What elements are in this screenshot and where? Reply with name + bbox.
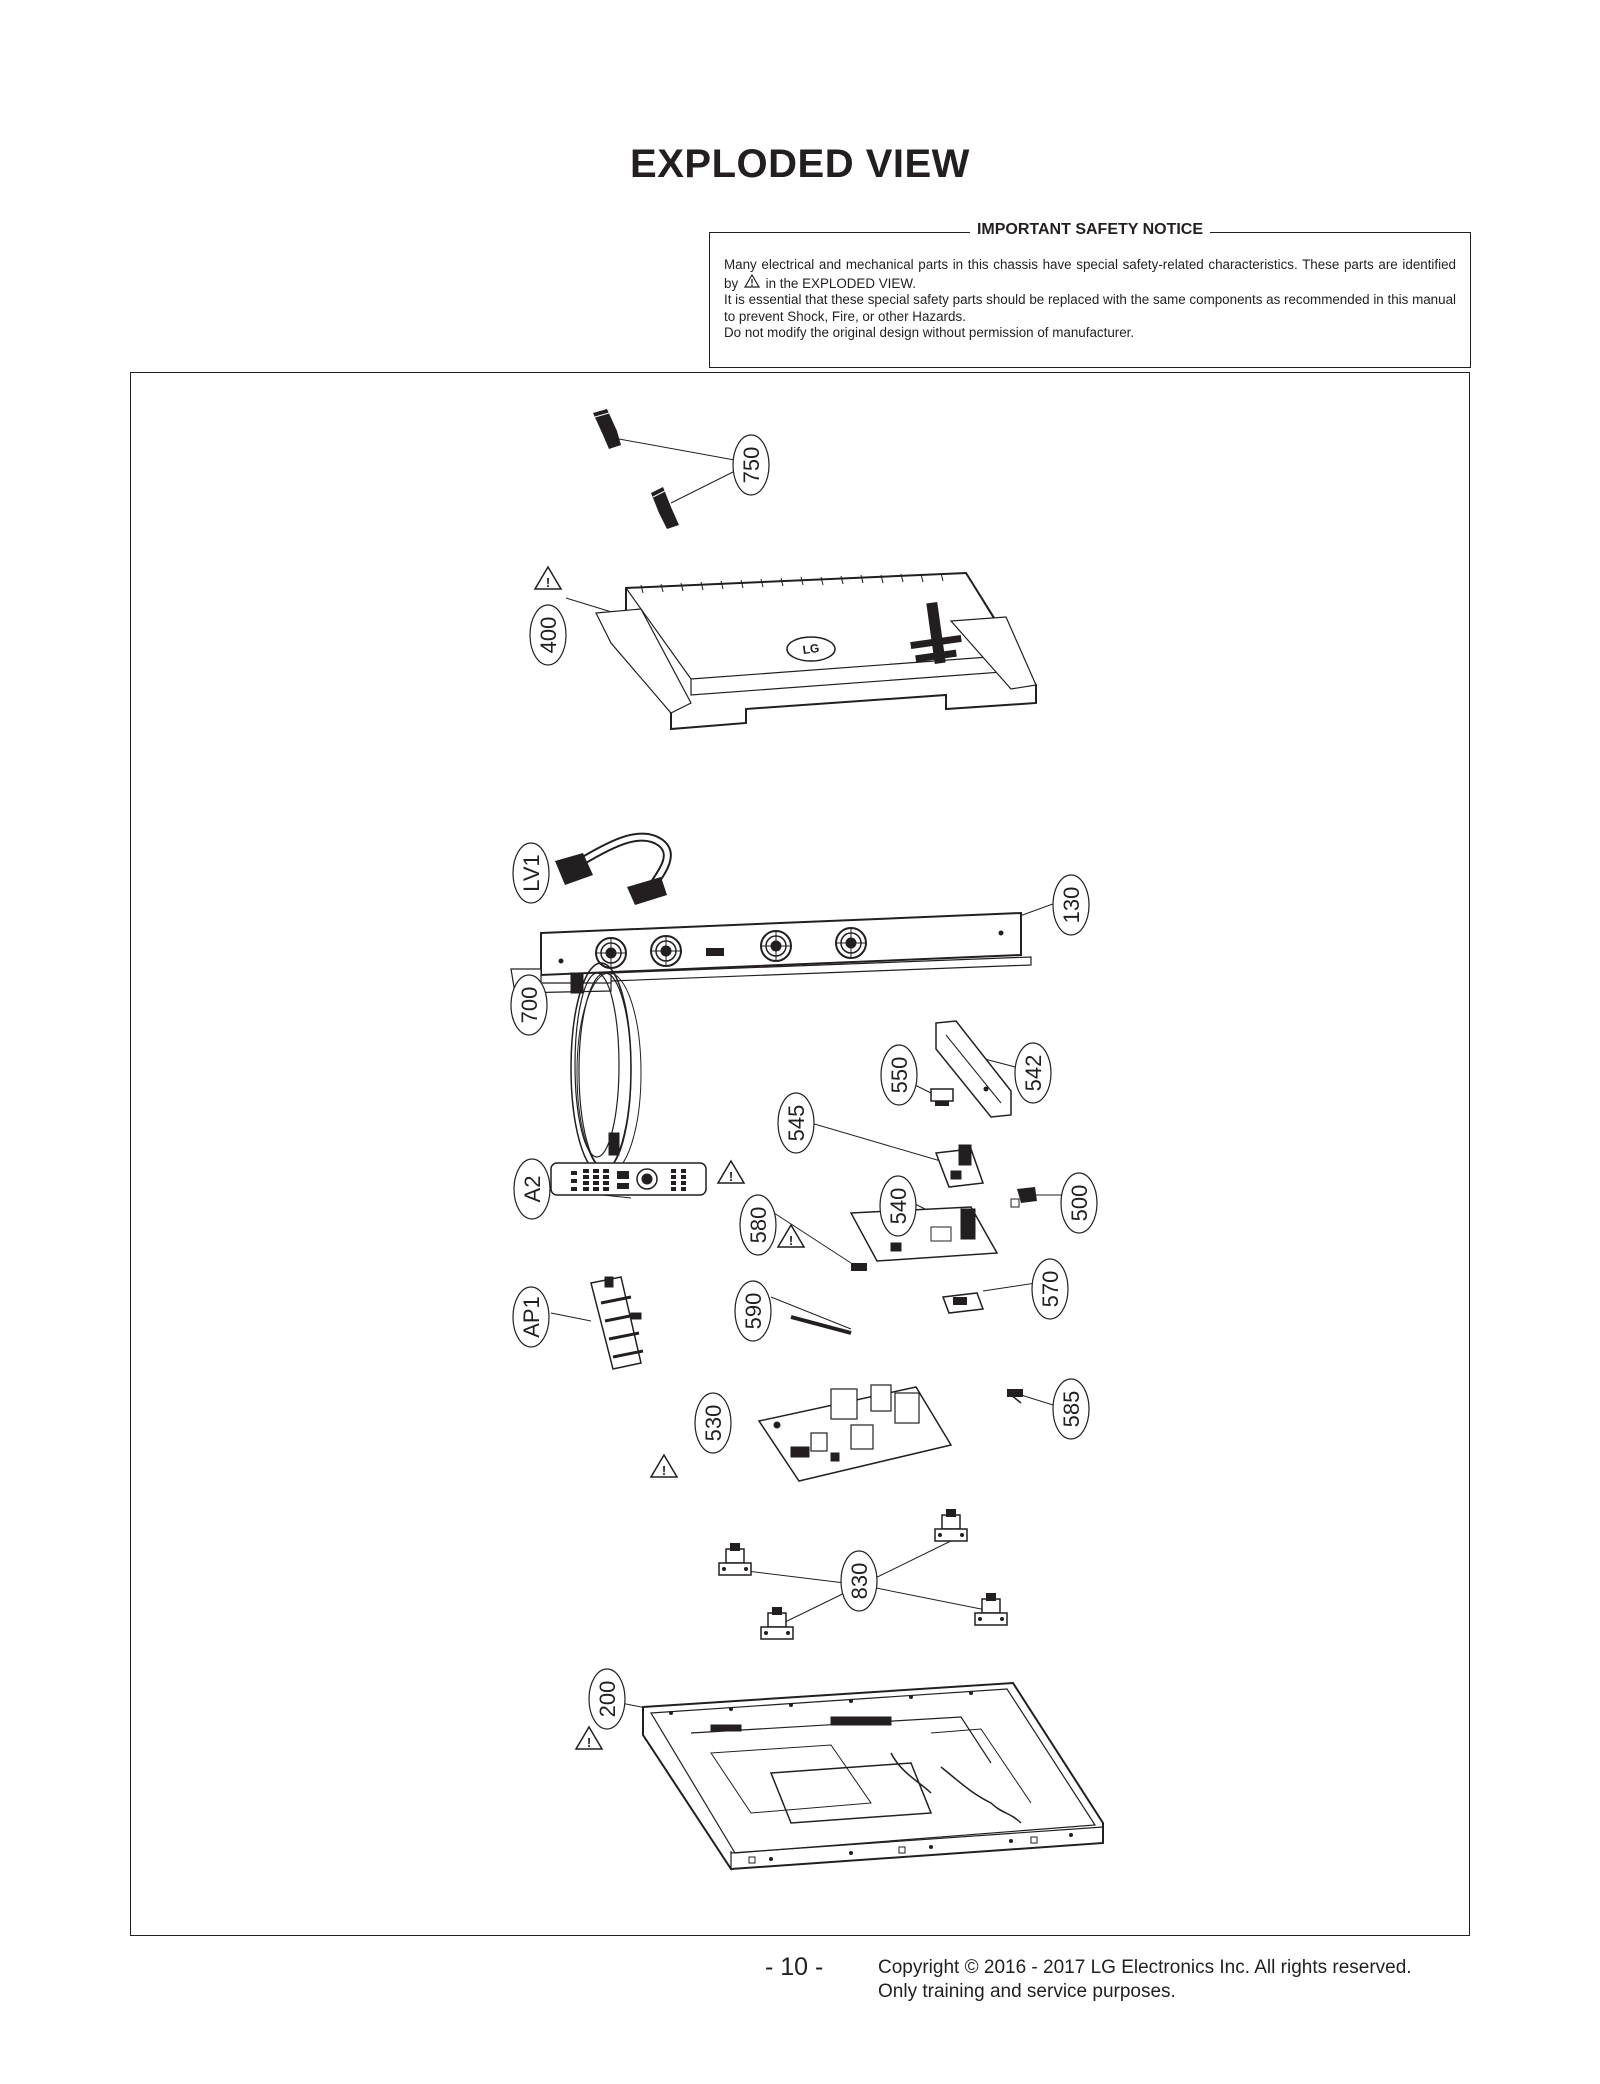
- safety-notice-body: Many electrical and mechanical parts in …: [724, 257, 1456, 342]
- safety-notice-heading: IMPORTANT SAFETY NOTICE: [969, 221, 1211, 238]
- svg-text:570: 570: [1038, 1271, 1063, 1308]
- svg-text:200: 200: [595, 1681, 620, 1718]
- main-frame-200: [642, 1681, 1104, 1872]
- safety-notice-box: IMPORTANT SAFETY NOTICE Many electrical …: [709, 221, 1471, 368]
- remote-control-a2: [550, 1162, 707, 1196]
- ribbon-cable-750: [593, 409, 679, 529]
- part-label-500: 500: [1060, 1172, 1098, 1234]
- part-label-550: 550: [880, 1044, 918, 1106]
- svg-text:130: 130: [1059, 887, 1084, 924]
- part-label-570: 570: [1031, 1258, 1069, 1320]
- page-number: - 10 -: [765, 1953, 824, 1981]
- notice-line-2: It is essential that these special safet…: [724, 292, 1456, 324]
- assembly-ap1: [590, 1276, 644, 1370]
- copyright-line-2: Only training and service purposes.: [878, 1981, 1176, 2002]
- part-label-200: 200: [588, 1668, 626, 1730]
- svg-text:540: 540: [886, 1188, 911, 1225]
- part-label-540: 540: [879, 1175, 917, 1237]
- part-500: [1010, 1187, 1037, 1208]
- svg-text:830: 830: [847, 1563, 872, 1600]
- power-board-530: [757, 1384, 953, 1482]
- board-570: [941, 1292, 985, 1314]
- svg-text:A2: A2: [520, 1176, 545, 1203]
- warning-triangle-icon: !: [574, 1725, 604, 1750]
- board-545: [934, 1144, 985, 1188]
- notice-line-1-tail: in the EXPLODED VIEW.: [765, 275, 916, 291]
- svg-text:750: 750: [739, 447, 764, 484]
- lg-logo: LG: [802, 641, 820, 657]
- svg-text:!: !: [546, 575, 550, 590]
- svg-text:585: 585: [1059, 1391, 1084, 1428]
- part-label-a2: A2: [513, 1158, 551, 1220]
- svg-text:545: 545: [784, 1105, 809, 1142]
- part-label-530: 530: [694, 1392, 732, 1454]
- part-label-700: 700: [510, 974, 548, 1036]
- back-cover-400: [595, 571, 1037, 731]
- lvds-cable-lv1: [555, 832, 672, 905]
- svg-text:500: 500: [1067, 1185, 1092, 1222]
- copyright-notice: Copyright © 2016 - 2017 LG Electronics I…: [878, 1956, 1412, 2004]
- svg-text:590: 590: [741, 1293, 766, 1330]
- notice-line-1: Many electrical and mechanical parts in …: [724, 257, 1456, 291]
- warning-triangle-icon: !: [776, 1223, 806, 1248]
- warning-triangle-icon: !: [533, 565, 563, 590]
- svg-text:!: !: [789, 1233, 793, 1248]
- part-label-130: 130: [1052, 874, 1090, 936]
- part-label-545: 545: [777, 1092, 815, 1154]
- main-board-540: [849, 1206, 999, 1262]
- power-cord-700: [570, 962, 642, 1174]
- part-label-750: 750: [732, 434, 770, 496]
- bracket-542: [935, 1020, 1012, 1118]
- svg-text:400: 400: [536, 617, 561, 654]
- part-550: [930, 1088, 954, 1106]
- svg-text:580: 580: [746, 1207, 771, 1244]
- exploded-view-diagram: LG: [130, 372, 1470, 1936]
- warning-triangle-icon: [742, 273, 762, 293]
- svg-text:!: !: [587, 1735, 591, 1750]
- svg-text:700: 700: [517, 987, 542, 1024]
- copyright-line-1: Copyright © 2016 - 2017 LG Electronics I…: [878, 1957, 1412, 1978]
- part-590: [790, 1315, 852, 1335]
- bracket-fans-130: [510, 911, 1032, 994]
- part-label-lv1: LV1: [512, 842, 550, 904]
- part-label-400: 400: [529, 604, 567, 666]
- part-585: [1007, 1389, 1023, 1404]
- part-label-830: 830: [840, 1550, 878, 1612]
- part-label-580: 580: [739, 1194, 777, 1256]
- svg-text:LV1: LV1: [519, 854, 544, 892]
- svg-text:!: !: [662, 1463, 666, 1478]
- part-label-585: 585: [1052, 1378, 1090, 1440]
- part-label-590: 590: [734, 1280, 772, 1342]
- svg-text:530: 530: [701, 1405, 726, 1442]
- part-580: [851, 1263, 867, 1271]
- svg-text:542: 542: [1021, 1055, 1046, 1092]
- svg-text:AP1: AP1: [519, 1296, 544, 1338]
- page-title: EXPLODED VIEW: [630, 142, 970, 186]
- svg-text:!: !: [729, 1169, 733, 1184]
- warning-triangle-icon: !: [716, 1159, 746, 1184]
- part-label-ap1: AP1: [512, 1286, 550, 1348]
- notice-line-3: Do not modify the original design withou…: [724, 325, 1135, 340]
- part-label-542: 542: [1014, 1042, 1052, 1104]
- svg-text:550: 550: [887, 1057, 912, 1094]
- warning-triangle-icon: !: [649, 1453, 679, 1478]
